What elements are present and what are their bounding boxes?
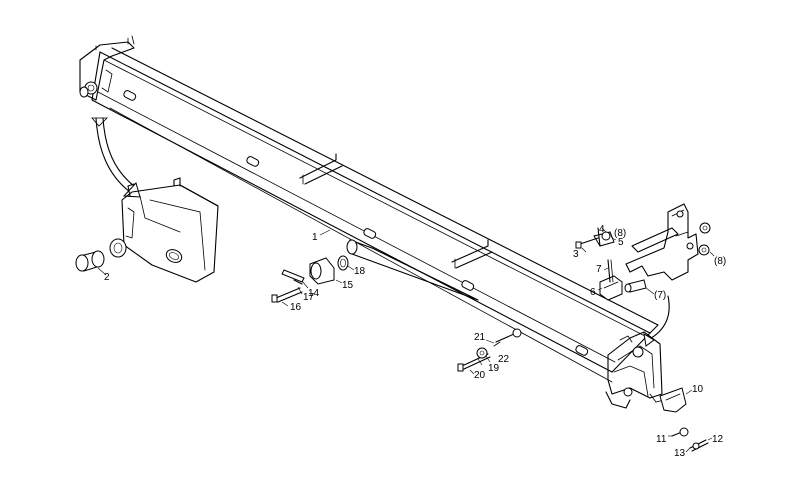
callout-14: 14 xyxy=(308,288,320,299)
parts-19-22-group xyxy=(457,328,522,375)
callout-8-ref-b: (8) xyxy=(714,256,726,267)
callout-5: 5 xyxy=(618,237,624,248)
callout-10: 10 xyxy=(692,384,704,395)
part-1-leader xyxy=(319,229,331,236)
callout-13: 13 xyxy=(674,448,686,459)
part-2-bushing xyxy=(75,250,107,276)
parts-14-18-group xyxy=(271,255,355,307)
boom-beam xyxy=(91,47,659,383)
callout-17: 17 xyxy=(303,292,315,303)
callout-12: 12 xyxy=(712,434,724,445)
callout-labels: 1 2 3 4 5 6 7 (7) (8) (8) 10 11 12 13 14… xyxy=(104,224,726,459)
callout-20: 20 xyxy=(474,370,486,381)
callout-11: 11 xyxy=(656,434,667,445)
callout-22: 22 xyxy=(498,354,510,365)
boom-head-end xyxy=(79,35,135,101)
callout-6: 6 xyxy=(590,287,596,298)
tail-arrow xyxy=(643,295,670,347)
detail-arrow xyxy=(91,117,141,198)
callout-7-ref: (7) xyxy=(654,290,666,301)
callout-8-ref-a: (8) xyxy=(614,228,626,239)
parts-11-13-group xyxy=(668,427,713,453)
beam-cross-braces xyxy=(299,153,493,269)
callout-15: 15 xyxy=(342,280,354,291)
beam-slots xyxy=(123,90,589,356)
callout-19: 19 xyxy=(488,363,500,374)
head-end-detail-view xyxy=(109,177,219,283)
callout-2: 2 xyxy=(104,272,110,283)
callout-3: 3 xyxy=(573,249,579,260)
boom-tail-bracket xyxy=(605,331,693,413)
callout-1: 1 xyxy=(312,232,318,243)
callout-4: 4 xyxy=(599,224,605,235)
callout-21: 21 xyxy=(474,332,486,343)
upper-right-bracket-group xyxy=(575,203,715,301)
callout-18: 18 xyxy=(354,266,366,277)
callout-7: 7 xyxy=(596,264,602,275)
callout-16: 16 xyxy=(290,302,302,313)
